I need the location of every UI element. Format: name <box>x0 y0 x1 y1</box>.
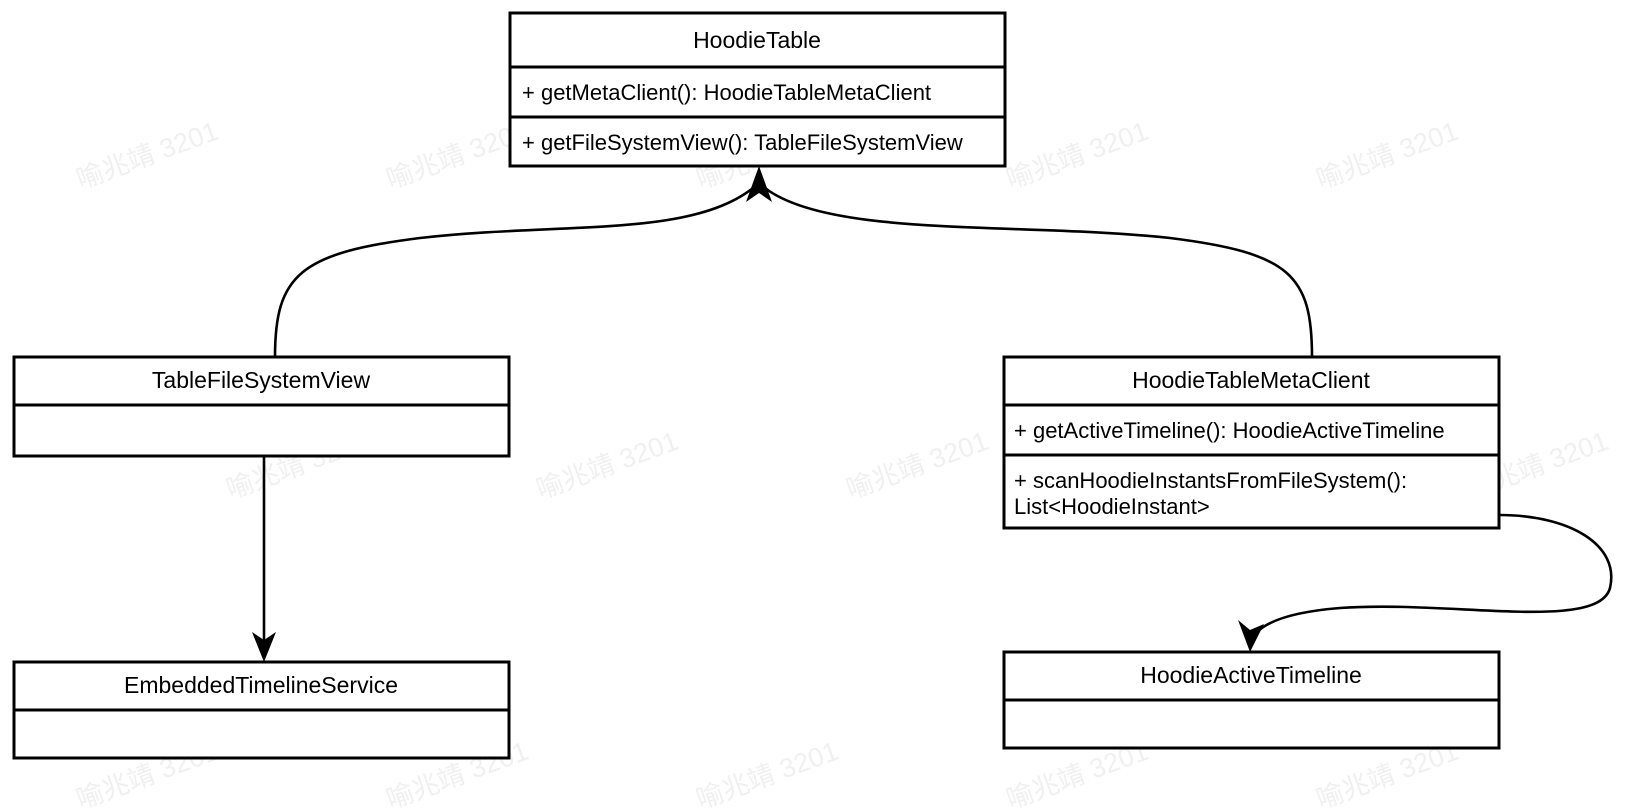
class-member: List<HoodieInstant> <box>1014 494 1210 519</box>
edge-tfsv-to-embeddedtimelineservice <box>252 456 276 662</box>
edge-metaclient-to-activetimeline <box>1238 513 1613 652</box>
class-member: + getActiveTimeline(): HoodieActiveTimel… <box>1014 418 1445 443</box>
class-name-hoodie-active-timeline: HoodieActiveTimeline <box>1140 662 1362 688</box>
edge-metaclient-to-hoodietable <box>764 186 1314 358</box>
class-box-hoodie-table-meta-client[interactable]: HoodieTableMetaClient + getActiveTimelin… <box>1002 355 1501 530</box>
edge-tfsv-to-hoodietable <box>273 186 754 358</box>
class-name-embedded-timeline-service: EmbeddedTimelineService <box>124 672 398 698</box>
arrowhead-to-hoodietable <box>746 166 772 202</box>
class-box-embedded-timeline-service[interactable]: EmbeddedTimelineService <box>12 660 511 760</box>
class-name-table-file-system-view: TableFileSystemView <box>152 367 371 393</box>
class-member: + scanHoodieInstantsFromFileSystem(): <box>1014 468 1407 493</box>
class-name-hoodie-table-meta-client: HoodieTableMetaClient <box>1132 367 1370 393</box>
class-member: + getFileSystemView(): TableFileSystemVi… <box>522 130 963 155</box>
class-box-hoodie-table[interactable]: HoodieTable + getMetaClient(): HoodieTab… <box>508 11 1007 168</box>
class-member: + getMetaClient(): HoodieTableMetaClient <box>522 80 931 105</box>
class-name-hoodie-table: HoodieTable <box>693 27 821 53</box>
class-box-table-file-system-view[interactable]: TableFileSystemView <box>12 355 511 458</box>
class-box-hoodie-active-timeline[interactable]: HoodieActiveTimeline <box>1002 650 1501 750</box>
